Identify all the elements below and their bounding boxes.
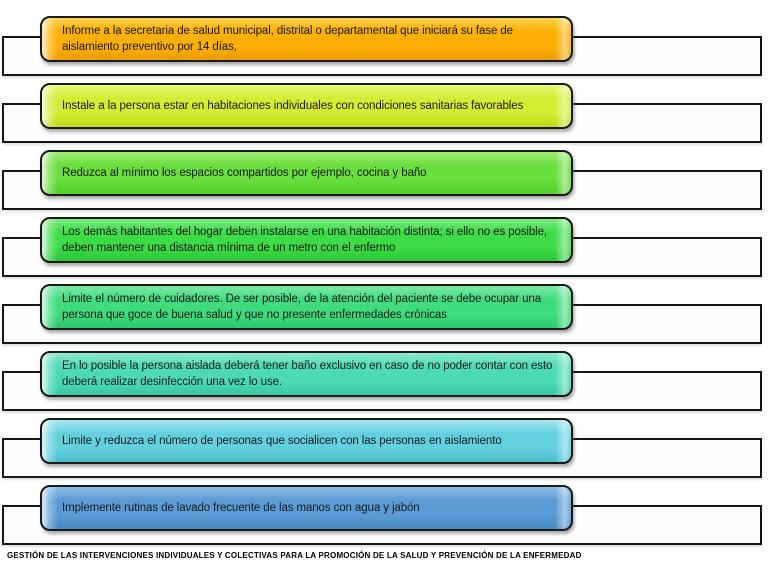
- step-bar: Instale a la persona estar en habitacion…: [40, 83, 573, 129]
- footer-caption: GESTIÓN DE LAS INTERVENCIONES INDIVIDUAL…: [7, 551, 582, 560]
- step-bar: Informe a la secretaria de salud municip…: [40, 16, 573, 62]
- step-label: En lo posible la persona aislada deberá …: [62, 360, 553, 388]
- step-bar: Los demás habitantes del hogar deben ins…: [40, 217, 573, 263]
- step-label: Implemente rutinas de lavado frecuente d…: [62, 502, 420, 514]
- step-bar: Limite y reduzca el número de personas q…: [40, 418, 573, 464]
- step-label: Limite el número de cuidadores. De ser p…: [62, 293, 542, 321]
- step-label: Reduzca al mínimo los espacios compartid…: [62, 167, 427, 179]
- step-label: Instale a la persona estar en habitacion…: [62, 100, 524, 112]
- step-label: Los demás habitantes del hogar deben ins…: [62, 226, 548, 254]
- step-bar: Limite el número de cuidadores. De ser p…: [40, 284, 573, 330]
- step-bar: Reduzca al mínimo los espacios compartid…: [40, 150, 573, 196]
- step-label: Limite y reduzca el número de personas q…: [62, 435, 502, 447]
- step-bar: Implemente rutinas de lavado frecuente d…: [40, 485, 573, 531]
- step-bar: En lo posible la persona aislada deberá …: [40, 351, 573, 397]
- step-label: Informe a la secretaria de salud municip…: [62, 25, 513, 53]
